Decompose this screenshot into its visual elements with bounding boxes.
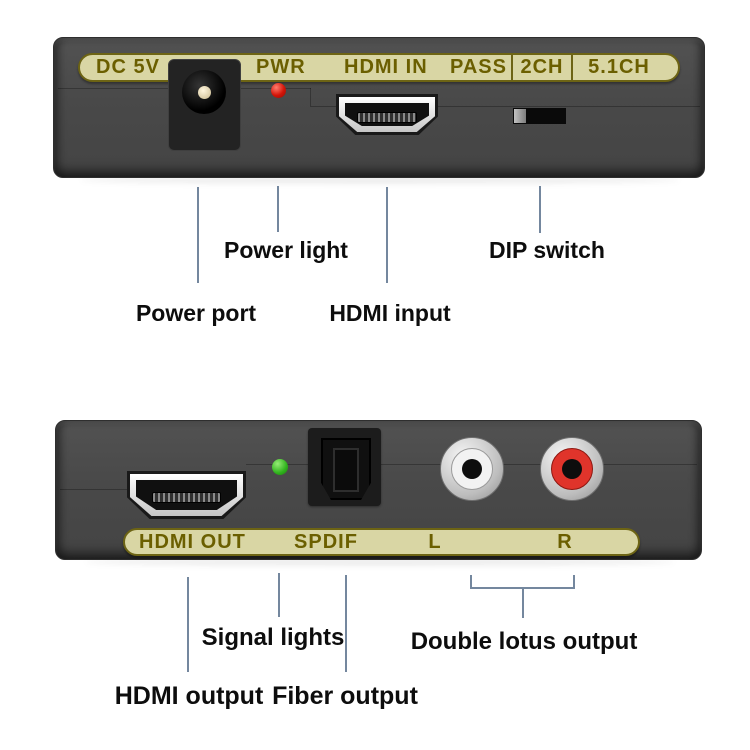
rca-jack-right <box>540 437 604 501</box>
case-seam <box>310 106 700 107</box>
annotation-hdmi-output: HDMI output <box>114 682 264 710</box>
strip-divider <box>511 55 513 80</box>
leader-fiber-output <box>345 575 347 672</box>
leader-power-light <box>277 186 279 232</box>
power-led <box>271 83 286 98</box>
hdmi-in-port <box>336 94 438 135</box>
label-pass: PASS <box>450 56 507 78</box>
case-seam <box>60 489 130 490</box>
annotation-dip-switch: DIP switch <box>489 237 605 263</box>
annotation-hdmi-input: HDMI input <box>329 300 451 326</box>
annotation-signal-lights: Signal lights <box>201 624 345 651</box>
rca-hole <box>462 459 482 479</box>
annotation-double-lotus: Double lotus output <box>410 628 638 655</box>
label-51ch: 5.1CH <box>588 56 650 78</box>
top-label-strip: DC 5V PWR HDMI IN PASS 2CH 5.1CH <box>78 53 680 82</box>
leader-hdmi-input <box>386 187 388 283</box>
strip-divider <box>571 55 573 80</box>
label-2ch: 2CH <box>520 56 564 78</box>
hdmi-out-port <box>127 471 246 519</box>
label-l: L <box>428 531 442 553</box>
power-jack-port <box>168 59 241 151</box>
spdif-optical-port <box>308 428 381 506</box>
leader-hdmi-output <box>187 577 189 672</box>
toslink-inner-rect <box>333 448 359 492</box>
label-dc5v: DC 5V <box>96 56 160 78</box>
label-r: R <box>557 531 573 553</box>
bracket-stem <box>522 587 524 618</box>
label-pwr: PWR <box>256 56 306 78</box>
hdmi-pins <box>151 492 222 504</box>
bottom-device-panel: HDMI OUT SPDIF L R <box>55 420 702 560</box>
case-seam <box>58 88 168 89</box>
dip-switch-knob <box>514 109 526 123</box>
bracket-tick-right <box>573 575 575 589</box>
bracket-tick-left <box>470 575 472 589</box>
top-device-shadow <box>80 176 680 184</box>
power-jack-pin <box>198 86 211 99</box>
signal-led <box>272 459 288 475</box>
hdmi-pins <box>357 112 417 124</box>
annotation-power-port: Power port <box>135 300 257 326</box>
annotation-power-light: Power light <box>224 237 348 263</box>
bottom-label-strip: HDMI OUT SPDIF L R <box>123 528 640 556</box>
leader-power-port <box>197 187 199 283</box>
rca-hole <box>562 459 582 479</box>
top-device-panel: DC 5V PWR HDMI IN PASS 2CH 5.1CH <box>53 37 705 178</box>
label-hdmi-out: HDMI OUT <box>139 531 246 553</box>
label-hdmi-in: HDMI IN <box>344 56 428 78</box>
case-seam <box>310 88 311 106</box>
leader-dip-switch <box>539 186 541 233</box>
label-spdif: SPDIF <box>294 531 358 553</box>
rca-jack-left <box>440 437 504 501</box>
leader-signal-lights <box>278 573 280 617</box>
dip-switch <box>513 108 566 124</box>
bottom-device-shadow <box>85 558 675 566</box>
annotation-fiber-output: Fiber output <box>272 682 418 710</box>
